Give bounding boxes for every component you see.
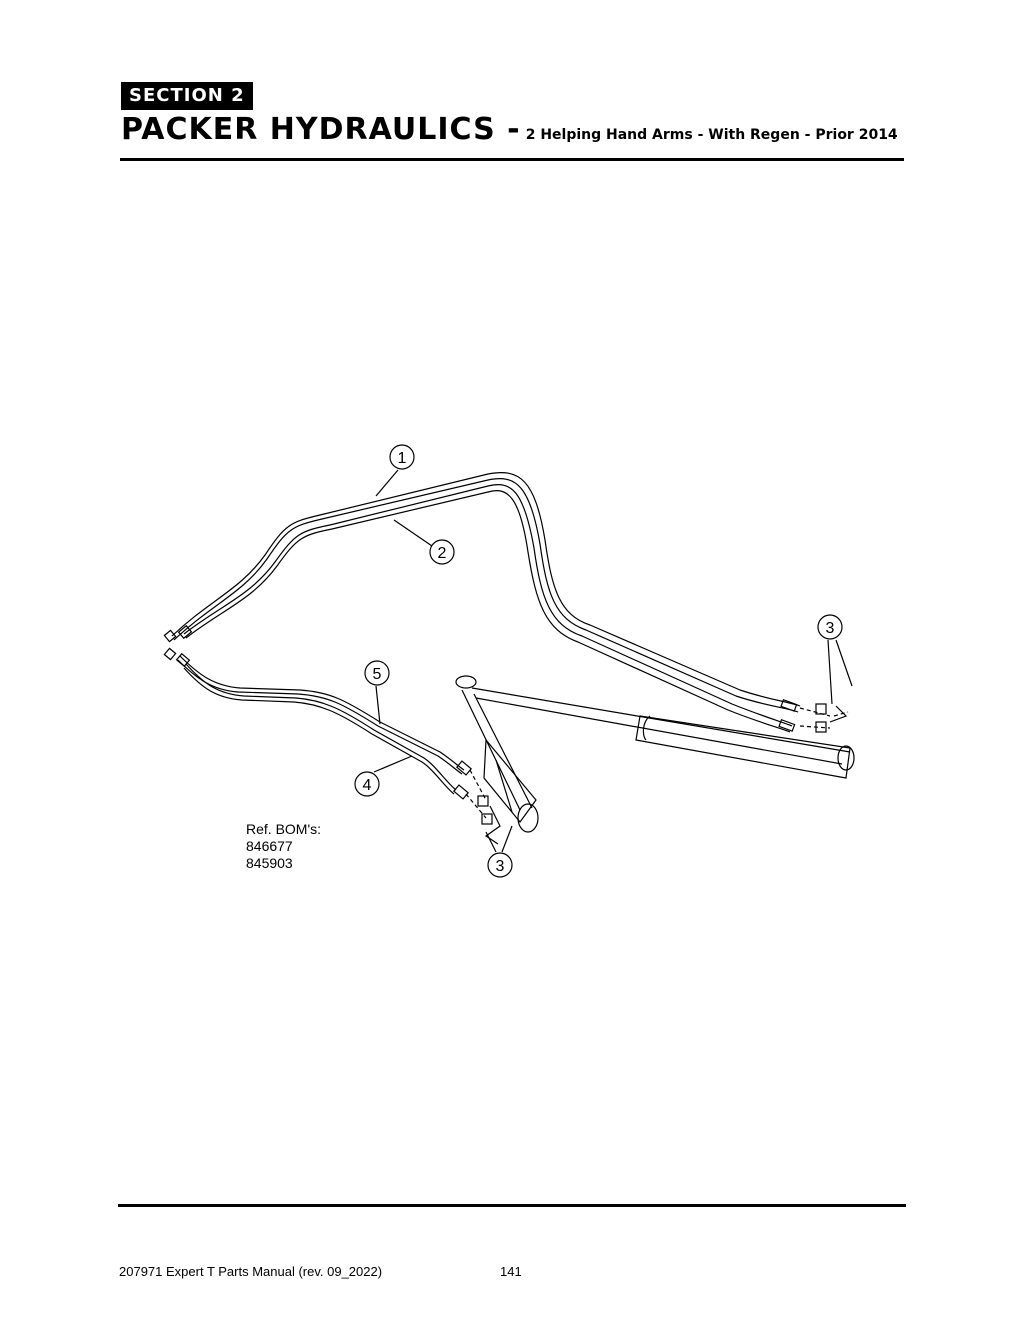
ref-bom-number: 846677 — [246, 838, 293, 854]
svg-text:3: 3 — [496, 858, 505, 875]
callout-3-bottom: 3 — [487, 852, 513, 878]
ref-bom-label: Ref. BOM's: — [246, 821, 322, 837]
page-title: PACKER HYDRAULICS - 2 Helping Hand Arms … — [121, 112, 898, 147]
ref-bom-block: Ref. BOM's: 846677 845903 — [246, 821, 321, 872]
callout-1: 1 — [389, 444, 415, 470]
svg-text:3: 3 — [826, 620, 835, 637]
ref-bom-number: 845903 — [246, 855, 293, 871]
callout-5: 5 — [364, 660, 390, 686]
svg-text:4: 4 — [363, 777, 372, 794]
hose-4 — [185, 663, 457, 791]
svg-text:2: 2 — [438, 545, 447, 562]
hose-1 — [171, 472, 801, 707]
page-number: 141 — [500, 1264, 522, 1279]
section-label: SECTION 2 — [121, 82, 253, 110]
svg-text:5: 5 — [373, 666, 382, 683]
page-subtitle: 2 Helping Hand Arms - With Regen - Prior… — [525, 127, 898, 143]
cylinder-lower — [483, 738, 537, 823]
callout-4: 4 — [354, 771, 380, 797]
footer-manual-title: 207971 Expert T Parts Manual (rev. 09_20… — [119, 1264, 383, 1279]
header-rule — [120, 158, 904, 161]
footer-rule — [118, 1204, 906, 1207]
callout-3-right: 3 — [817, 614, 843, 640]
arm-bar — [471, 687, 851, 765]
hose-5 — [179, 655, 465, 771]
hose-2 — [183, 484, 793, 727]
svg-text:1: 1 — [398, 450, 407, 467]
callout-2: 2 — [429, 539, 455, 565]
cylinder-upper — [635, 715, 851, 779]
page-title-main: PACKER HYDRAULICS - — [121, 112, 521, 147]
